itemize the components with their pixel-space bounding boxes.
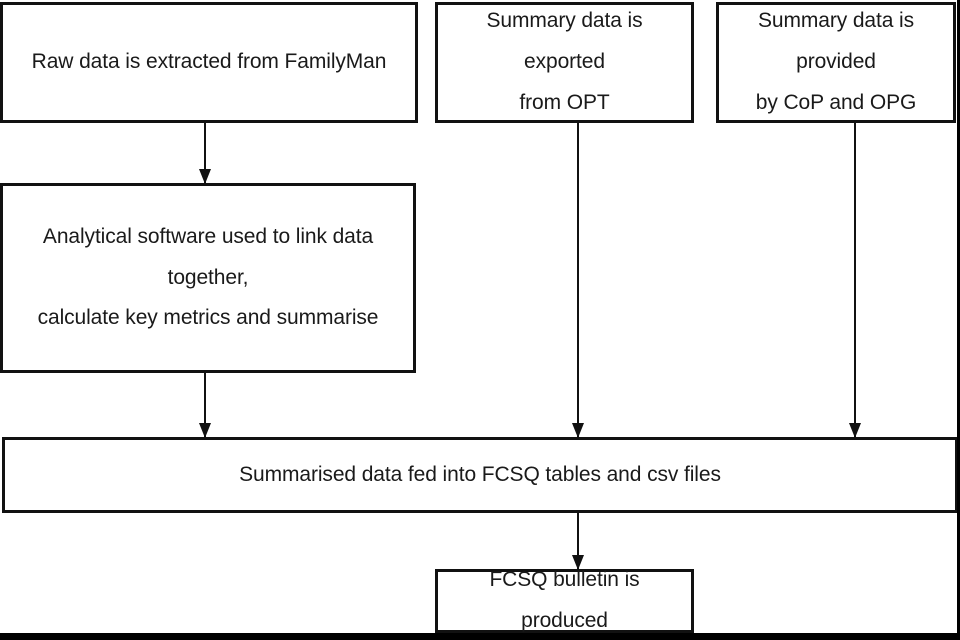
node-opt-export-label: Summary data is exported from OPT <box>486 9 643 114</box>
canvas-bottom-border <box>0 633 960 640</box>
arrow-head-down-icon <box>572 555 584 570</box>
node-cop-opg-label: Summary data is provided by CoP and OPG <box>755 9 917 114</box>
canvas-right-border <box>957 0 960 633</box>
arrow-shaft <box>577 123 579 437</box>
node-fcsq-bulletin[interactable]: FCSQ bulletin is produced <box>435 568 694 633</box>
node-summarised-data[interactable]: Summarised data fed into FCSQ tables and… <box>2 437 958 513</box>
node-raw-data-label: Raw data is extracted from FamilyMan <box>31 50 387 74</box>
node-summarised-data-label: Summarised data fed into FCSQ tables and… <box>239 462 721 486</box>
arrow-head-down-icon <box>199 423 211 438</box>
node-raw-data[interactable]: Raw data is extracted from FamilyMan <box>0 2 418 123</box>
node-fcsq-bulletin-label: FCSQ bulletin is produced <box>489 568 640 632</box>
arrow-head-down-icon <box>199 169 211 184</box>
node-opt-export[interactable]: Summary data is exported from OPT <box>435 2 694 123</box>
arrow-shaft <box>854 123 856 437</box>
arrow-head-down-icon <box>849 423 861 438</box>
node-analytical-software-label: Analytical software used to link data to… <box>37 224 379 330</box>
node-analytical-software[interactable]: Analytical software used to link data to… <box>0 183 416 373</box>
arrow-shaft <box>577 513 579 569</box>
arrow-shaft <box>204 123 206 183</box>
node-cop-opg[interactable]: Summary data is provided by CoP and OPG <box>716 2 956 123</box>
arrow-shaft <box>204 373 206 437</box>
arrow-head-down-icon <box>572 423 584 438</box>
